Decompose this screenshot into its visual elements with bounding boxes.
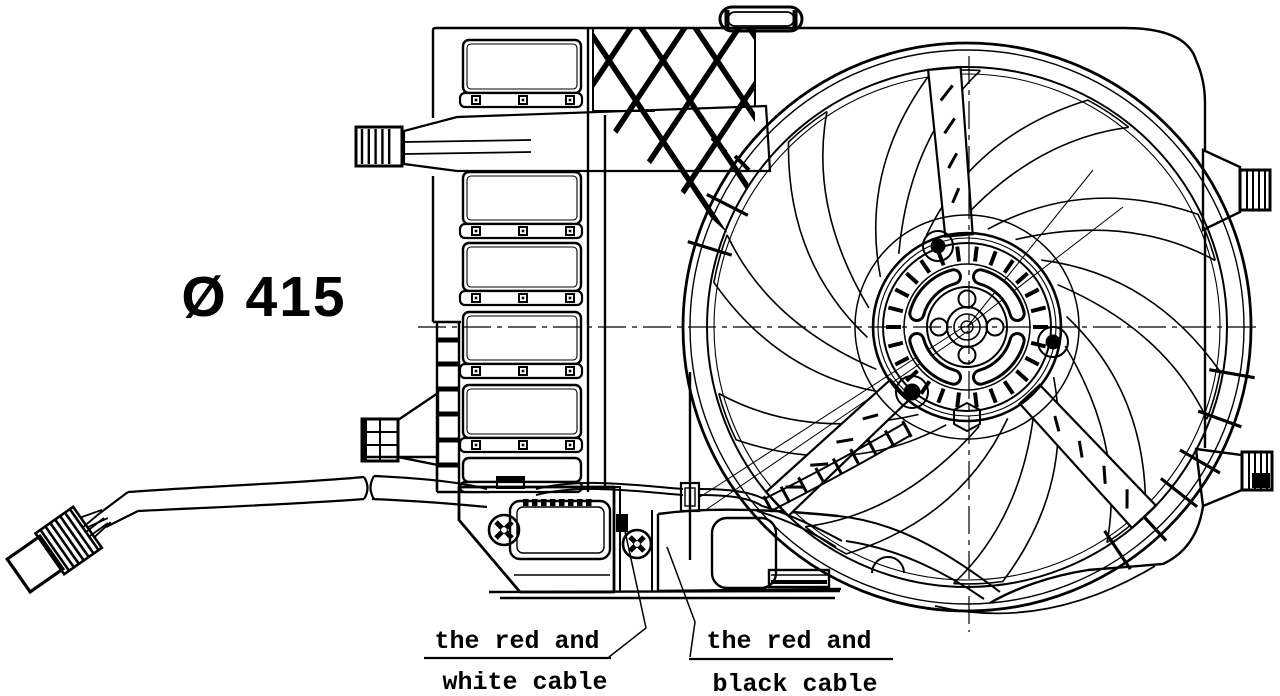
louver-panels [458,38,584,494]
shaft-sight-lines [699,169,1124,510]
motor-bracket [656,508,1001,600]
diameter-label: Ø 415 [181,265,346,329]
louver-panel [458,241,584,307]
louver-panel [458,383,584,454]
cable-black-label-line1: the red and [706,627,871,656]
spider-arms [764,65,1158,530]
louver-panel [458,170,584,240]
cable-band-hatch [762,420,913,513]
hub-slots [908,268,1026,386]
module-top-tab-edge [497,477,524,481]
cable-white-label-line1: the red and [434,627,599,656]
fan-shroud-frame [360,5,1207,615]
arm-clip-hex [953,401,981,433]
louver-panel [458,456,584,494]
lower-mount-funnel [360,390,440,467]
louver-panel [458,38,584,109]
fan [681,41,1255,613]
harness-connector-plug [4,505,112,595]
terminal-pins [523,499,592,506]
mesh-grille [592,28,756,238]
centerlines [418,56,1262,632]
motor-controller-module [457,485,1001,600]
mount-bushing-bottom-right [1194,447,1274,508]
wiring-harness [4,474,488,595]
crossmember-duct [354,104,772,173]
ring-tick-marks [687,192,1255,570]
cable-black-label-line2: black cable [712,670,877,696]
motor-cables [535,420,913,548]
cable-white-label-line2: white cable [442,668,607,696]
leader-lines [424,521,893,661]
mount-bushings [1194,148,1274,508]
module-screw-left [487,513,521,547]
cable-clip [679,481,701,513]
hub-screw-bosses [895,230,1069,409]
louver-panel [458,310,584,380]
duct-connector-ribs [354,125,404,168]
mount-bushing-top-right [1201,148,1272,232]
top-mount-tab [718,5,804,33]
